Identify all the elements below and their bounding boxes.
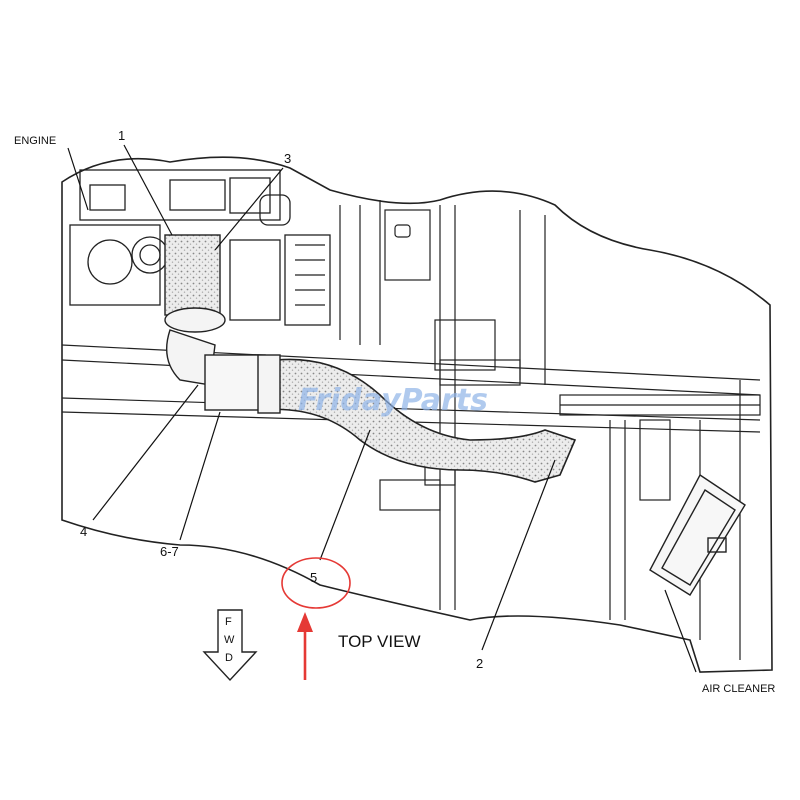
frame-components	[379, 209, 761, 511]
leader-lines	[67, 144, 697, 673]
top-view-label: TOP VIEW	[338, 632, 421, 651]
air-cleaner	[649, 473, 746, 596]
highlight-circle	[281, 557, 351, 609]
fwd-arrow: F W D	[202, 609, 258, 682]
callout-2: 2	[476, 656, 483, 671]
callout-4: 4	[80, 524, 87, 539]
callout-3: 3	[284, 151, 291, 166]
fwd-letter-w: W	[224, 634, 235, 646]
fwd-letter-f: F	[225, 616, 232, 628]
engine-label: ENGINE	[14, 135, 56, 147]
watermark: FridayParts	[298, 383, 488, 418]
highlight-arrow	[297, 612, 313, 680]
machine-outline	[61, 156, 773, 673]
air-cleaner-label: AIR CLEANER	[702, 683, 775, 695]
intake-elbow	[164, 234, 266, 411]
callout-1: 1	[118, 128, 125, 143]
hose-coupler	[257, 354, 281, 414]
fwd-letter-d: D	[225, 652, 233, 664]
air-hose	[261, 358, 577, 483]
callout-6-7: 6-7	[160, 544, 179, 559]
callout-5: 5	[310, 570, 317, 585]
